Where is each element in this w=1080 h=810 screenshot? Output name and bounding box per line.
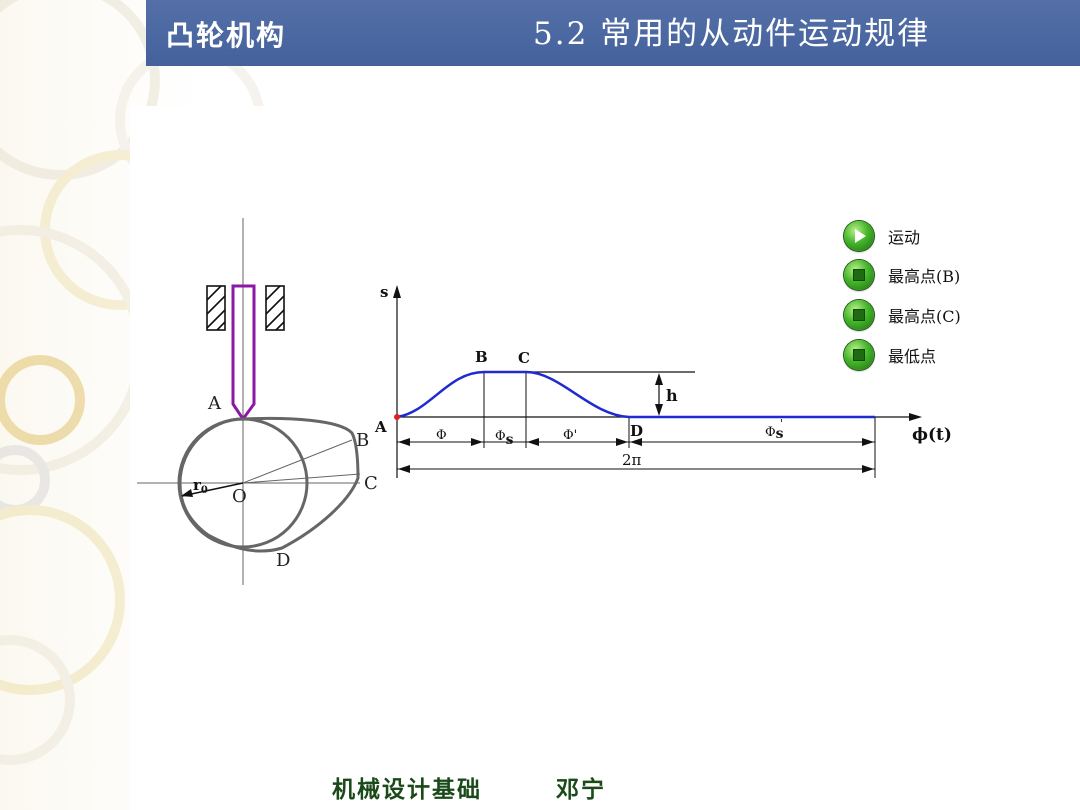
highest-point-c-button[interactable]: 最高点(C) [844, 298, 961, 332]
section-title: 5.2 常用的从动件运动规律 [533, 16, 931, 52]
cam-label-a: A [207, 393, 222, 414]
chapter-title: 凸轮机构 [166, 19, 287, 52]
y-axis-label: s [380, 283, 388, 301]
cam-label-r0: r0 [193, 476, 208, 496]
graph-label-b: B [475, 348, 488, 366]
highest-point-b-button[interactable]: 最高点(B) [844, 258, 960, 292]
cam-label-o: O [232, 486, 247, 507]
lowest-point-label: 最低点 [888, 347, 937, 366]
h-label: h [666, 386, 678, 405]
h-arrow-bottom [655, 404, 663, 416]
footer: 机械设计基础 邓宁 [332, 770, 606, 804]
radius-line-c [242, 473, 361, 484]
phi-prime-label: Φ' [563, 428, 577, 443]
stop-icon [844, 260, 874, 290]
two-pi-label: 2π [622, 451, 642, 469]
graph-label-a: A [374, 418, 387, 436]
two-pi-arrow-left [398, 465, 410, 473]
x-axis-arrowhead [909, 413, 922, 421]
phi-s-prime-mark: ' [780, 417, 783, 430]
two-pi-arrow-right [862, 465, 874, 473]
play-icon [844, 221, 874, 251]
lowest-point-button[interactable]: 最低点 [844, 338, 936, 372]
stop-icon [844, 340, 874, 370]
base-circle [177, 417, 309, 549]
course-name: 机械设计基础 [332, 777, 482, 803]
cam-label-b: B [356, 430, 369, 451]
stop-icon [844, 300, 874, 330]
phi-prime-arrow-right [616, 438, 628, 446]
start-point-a [394, 414, 400, 420]
highest-point-c-label: 最高点(C) [888, 307, 961, 326]
h-arrow-top [655, 373, 663, 385]
guide-left [206, 285, 226, 331]
graph-label-c: C [518, 349, 530, 367]
phi-arrow-right [471, 438, 483, 446]
phi-s-prime-label: Φs [765, 425, 784, 442]
displacement-curve [396, 370, 875, 419]
radius-line-b [242, 439, 353, 484]
graph-label-d: D [630, 422, 643, 440]
highest-point-b-label: 最高点(B) [888, 267, 961, 286]
cam-label-c: C [364, 473, 378, 494]
phi-label: Φ [436, 428, 447, 443]
guide-right [265, 285, 285, 331]
author-name: 邓宁 [556, 777, 607, 803]
motion-button-label: 运动 [888, 228, 921, 247]
cam-label-d: D [276, 550, 290, 571]
y-axis-arrowhead [393, 285, 401, 298]
radius-arrowhead [181, 489, 193, 497]
phi-arrow-left [398, 438, 410, 446]
x-axis-label: ϕ(t) [912, 425, 952, 445]
phi-s-prime-arrow-right [862, 438, 874, 446]
displacement-graph: s ϕ(t) h A B C D Φ Φs Φ' Φs ' [374, 283, 952, 478]
cam-mechanism: A B C D O r0 [137, 218, 378, 585]
motion-button[interactable]: 运动 [844, 219, 920, 253]
phi-prime-arrow-left [527, 438, 539, 446]
follower [231, 284, 256, 422]
phi-s-label: Φs [495, 429, 514, 448]
phi-s-prime-arrow-left [630, 438, 642, 446]
title-bar [146, 0, 1080, 66]
